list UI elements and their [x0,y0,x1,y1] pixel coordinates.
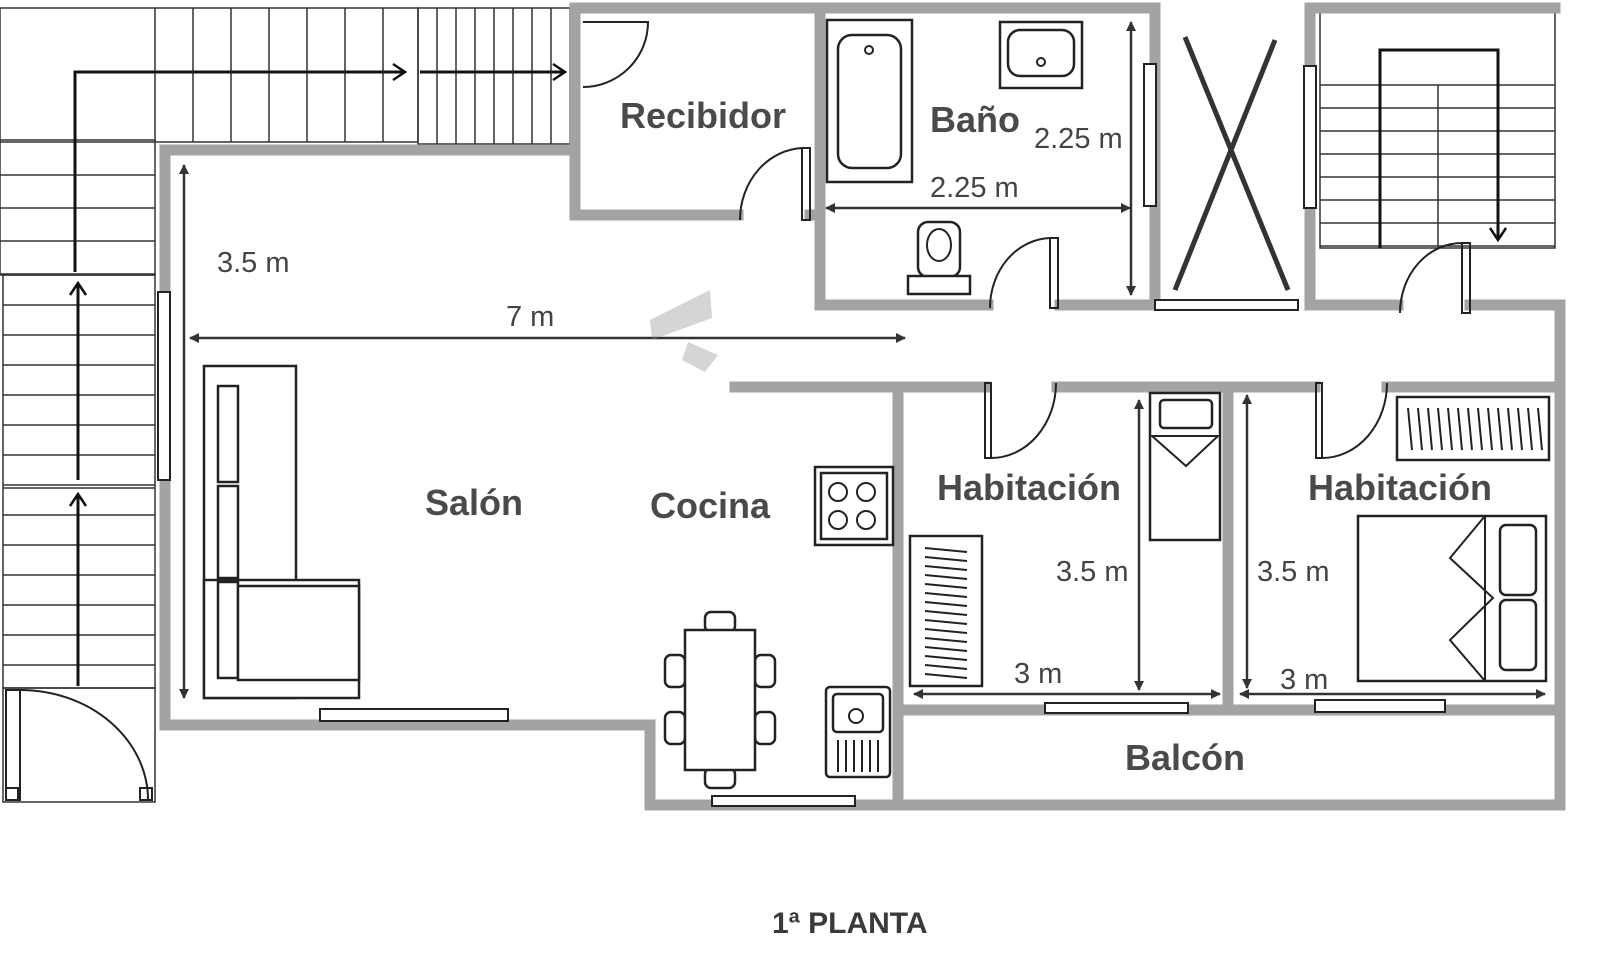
door-recibidor-entry[interactable] [582,21,650,88]
dim-salon-width: 7 m [506,301,554,333]
windows [157,63,1446,807]
cooktop [813,465,895,547]
kitchen-sink [824,685,892,779]
floor-title: 1ª PLANTA [772,907,928,940]
toilet [906,220,972,296]
single-bed [1148,391,1222,542]
wardrobe-hab1 [908,534,984,688]
staircase-right [1319,11,1556,249]
door-habitacion-1[interactable] [984,382,1057,459]
sofa [202,364,361,700]
shaft-x-mark [1172,36,1291,291]
dining-table [663,610,777,790]
room-label-habitacion-2: Habitación [1308,467,1492,508]
room-label-balcon: Balcón [1125,737,1245,778]
bathtub [825,18,914,184]
door-bano[interactable] [989,237,1059,309]
wardrobe-hab2 [1395,395,1551,462]
dim-bano-width: 2.25 m [930,172,1019,204]
dim-hab2-height: 3.5 m [1257,556,1330,588]
watermark-logo [650,290,718,372]
room-label-salon: Salón [425,482,523,523]
dim-hab2-width: 3 m [1280,664,1328,696]
dim-bano-height: 2.25 m [1034,123,1123,155]
dim-hab1-height: 3.5 m [1056,556,1129,588]
door-recibidor[interactable] [739,147,811,221]
room-label-habitacion-1: Habitación [937,467,1121,508]
double-bed [1356,514,1548,683]
room-label-cocina: Cocina [650,485,771,526]
staircase-left [0,7,571,803]
sink-bathroom [998,20,1084,90]
dim-hab1-width: 3 m [1014,658,1062,690]
room-label-recibidor: Recibidor [620,95,786,136]
door-habitacion-2[interactable] [1315,382,1388,459]
dim-salon-height: 3.5 m [217,247,290,279]
entrance-door[interactable] [5,689,153,801]
room-label-bano: Baño [930,99,1020,140]
doors [582,21,1471,459]
door-stair[interactable] [1399,242,1471,314]
dimension-lines [179,21,1546,699]
